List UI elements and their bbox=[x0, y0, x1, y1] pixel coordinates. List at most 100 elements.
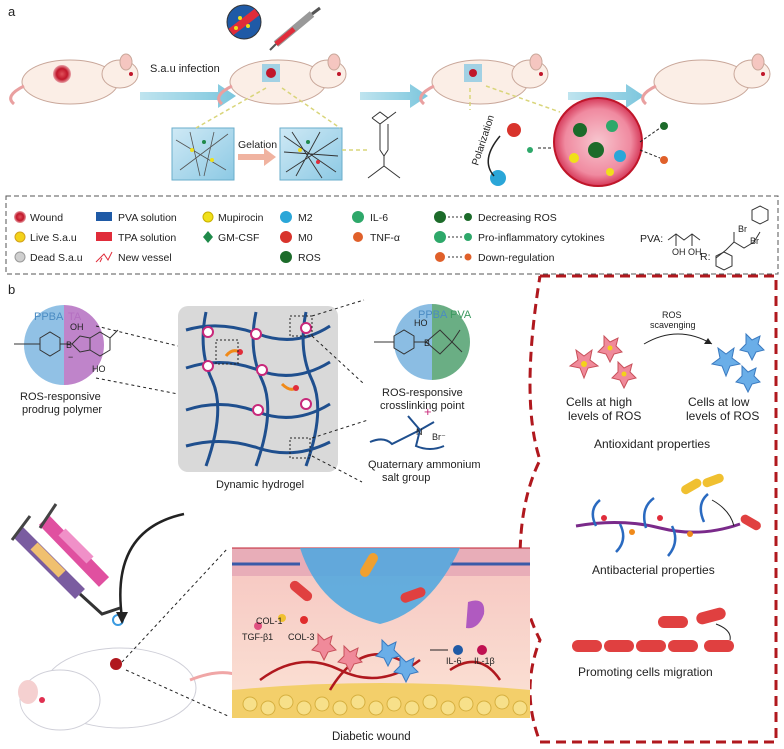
panel-a-label: a bbox=[8, 4, 16, 19]
diabetic-wound-text: Diabetic wound bbox=[332, 731, 411, 743]
m2-legend-icon bbox=[280, 211, 292, 223]
high-ros-2: levels of ROS bbox=[568, 409, 641, 423]
ho-a: HO bbox=[92, 364, 106, 374]
il1b-label: IL-1β bbox=[474, 656, 495, 666]
legend-pro-inflammatory: Pro-inflammatory cytokines bbox=[478, 232, 605, 244]
legend-gmcsf: GM-CSF bbox=[218, 232, 259, 244]
hydrogel-cubes: Gelation bbox=[171, 127, 343, 181]
low-ros-1: Cells at low bbox=[688, 395, 750, 409]
panel-b-label: b bbox=[8, 282, 15, 297]
legend-mupirocin: Mupirocin bbox=[218, 212, 264, 224]
legend-decreasing-ros: Decreasing ROS bbox=[478, 212, 557, 224]
boronate-structure bbox=[367, 111, 401, 179]
legend-down-regulation: Down-regulation bbox=[478, 252, 555, 264]
diabetic-wound-tissue: COL-1 TGF-β1 COL-3 IL-6 IL-1β Diabetic w… bbox=[232, 547, 530, 743]
step-infection-text: S.a.u infection bbox=[150, 63, 220, 75]
double-syringe-icon bbox=[10, 503, 124, 626]
legend-box bbox=[5, 195, 779, 275]
polarization-zoom: Polarization bbox=[470, 97, 668, 187]
oh-a: OH bbox=[70, 322, 84, 332]
quaternary-ammonium: N + Br⁻ Quaternary ammonium salt group bbox=[368, 404, 481, 484]
svg-text:Br: Br bbox=[750, 236, 759, 246]
mupirocin-icon bbox=[202, 211, 214, 223]
svg-text:OH: OH bbox=[688, 247, 702, 257]
flow-arrow-1 bbox=[140, 84, 236, 108]
ros-legend-icon bbox=[280, 251, 292, 263]
antibacterial-panel: Antibacterial properties bbox=[575, 473, 761, 577]
gelation-text: Gelation bbox=[238, 139, 277, 151]
legend-wound: Wound bbox=[30, 212, 63, 224]
legend-tnf: TNF-α bbox=[370, 232, 400, 244]
pva-solution-icon bbox=[96, 212, 112, 221]
new-vessel-icon bbox=[95, 251, 113, 263]
pva-structure bbox=[667, 233, 701, 246]
legend-vessel: New vessel bbox=[118, 252, 172, 264]
mouse-healing bbox=[419, 53, 549, 106]
antibacterial-text: Antibacterial properties bbox=[592, 563, 715, 577]
pva-label-b: PVA bbox=[450, 309, 472, 321]
legend: Wound Live S.a.u Dead S.a.u PVA solution… bbox=[14, 205, 769, 271]
gelation-arrow bbox=[238, 148, 276, 166]
legend-pva-struct: PVA: bbox=[640, 233, 663, 245]
ppba-label-a: PPBA bbox=[34, 311, 64, 323]
ppba-ta-structure: B OH − HO PPBA TA ROS-responsive prodrug… bbox=[14, 305, 119, 416]
diabetic-rat bbox=[18, 647, 262, 731]
dynamic-hydrogel: Dynamic hydrogel bbox=[178, 306, 338, 491]
legend-pva: PVA solution bbox=[118, 212, 177, 224]
live-sau-icon bbox=[14, 231, 26, 243]
tpa-solution-icon bbox=[96, 232, 112, 241]
wound-legend-icon bbox=[14, 211, 26, 223]
legend-dead: Dead S.a.u bbox=[30, 252, 83, 264]
dead-sau-icon bbox=[14, 251, 26, 263]
m2-icon bbox=[490, 170, 506, 186]
prodrug-text-1: ROS-responsive bbox=[20, 391, 101, 403]
mouse-wounded bbox=[9, 53, 139, 106]
migration-panel: Promoting cells migration bbox=[572, 607, 734, 679]
flow-arrow-2 bbox=[360, 84, 428, 108]
boron-a: B bbox=[66, 340, 72, 350]
gmcsf-icon bbox=[203, 231, 213, 243]
crosslink-text-1: ROS-responsive bbox=[382, 387, 463, 399]
mouse-treated bbox=[217, 53, 347, 106]
antioxidant-panel: ROS scavenging Cells at high levels of R… bbox=[566, 310, 765, 451]
minus-a: − bbox=[68, 352, 73, 362]
flow-arrow-3 bbox=[568, 84, 644, 108]
ppba-label-b: PPBA bbox=[418, 309, 448, 321]
polarization-text: Polarization bbox=[470, 114, 497, 167]
legend-ros: ROS bbox=[298, 252, 321, 264]
legend-m2: M2 bbox=[298, 212, 313, 224]
svg-text:Br: Br bbox=[738, 224, 747, 234]
prodrug-text-2: prodrug polymer bbox=[22, 404, 102, 416]
m0-legend-icon bbox=[280, 231, 292, 243]
legend-tpa: TPA solution bbox=[118, 232, 176, 244]
tnf-legend-icon bbox=[353, 232, 363, 242]
high-ros-1: Cells at high bbox=[566, 395, 632, 409]
mouse-healed bbox=[641, 53, 771, 106]
crosslink-structure: B HO PPBA PVA ROS-responsive crosslinkin… bbox=[374, 304, 472, 412]
migration-text: Promoting cells migration bbox=[578, 665, 713, 679]
col3-label: COL-3 bbox=[288, 632, 315, 642]
il6-legend-icon bbox=[352, 211, 364, 223]
legend-live: Live S.a.u bbox=[30, 232, 77, 244]
m0-icon bbox=[507, 123, 521, 137]
tgf-label: TGF-β1 bbox=[242, 632, 273, 642]
plus-charge: + bbox=[424, 404, 432, 419]
svg-text:OH: OH bbox=[672, 247, 686, 257]
wound-icon bbox=[53, 65, 71, 83]
boron-b: B bbox=[424, 338, 430, 348]
ros-scavenging-1: ROS bbox=[662, 310, 682, 320]
ros-scavenging-2: scavenging bbox=[650, 320, 696, 330]
low-ros-2: levels of ROS bbox=[686, 409, 759, 423]
legend-m0: M0 bbox=[298, 232, 313, 244]
legend-il6: IL-6 bbox=[370, 212, 388, 224]
il6-label: IL-6 bbox=[446, 656, 462, 666]
injection-arrow bbox=[119, 512, 185, 619]
quaternary-text-1: Quaternary ammonium bbox=[368, 459, 481, 471]
hydrogel-text: Dynamic hydrogel bbox=[216, 479, 304, 491]
ho-b: HO bbox=[414, 318, 428, 328]
crosslink-text-2: crosslinking point bbox=[380, 400, 464, 412]
legend-r: R: bbox=[700, 251, 711, 263]
ta-label: TA bbox=[68, 311, 82, 323]
quaternary-text-2: salt group bbox=[382, 472, 430, 484]
